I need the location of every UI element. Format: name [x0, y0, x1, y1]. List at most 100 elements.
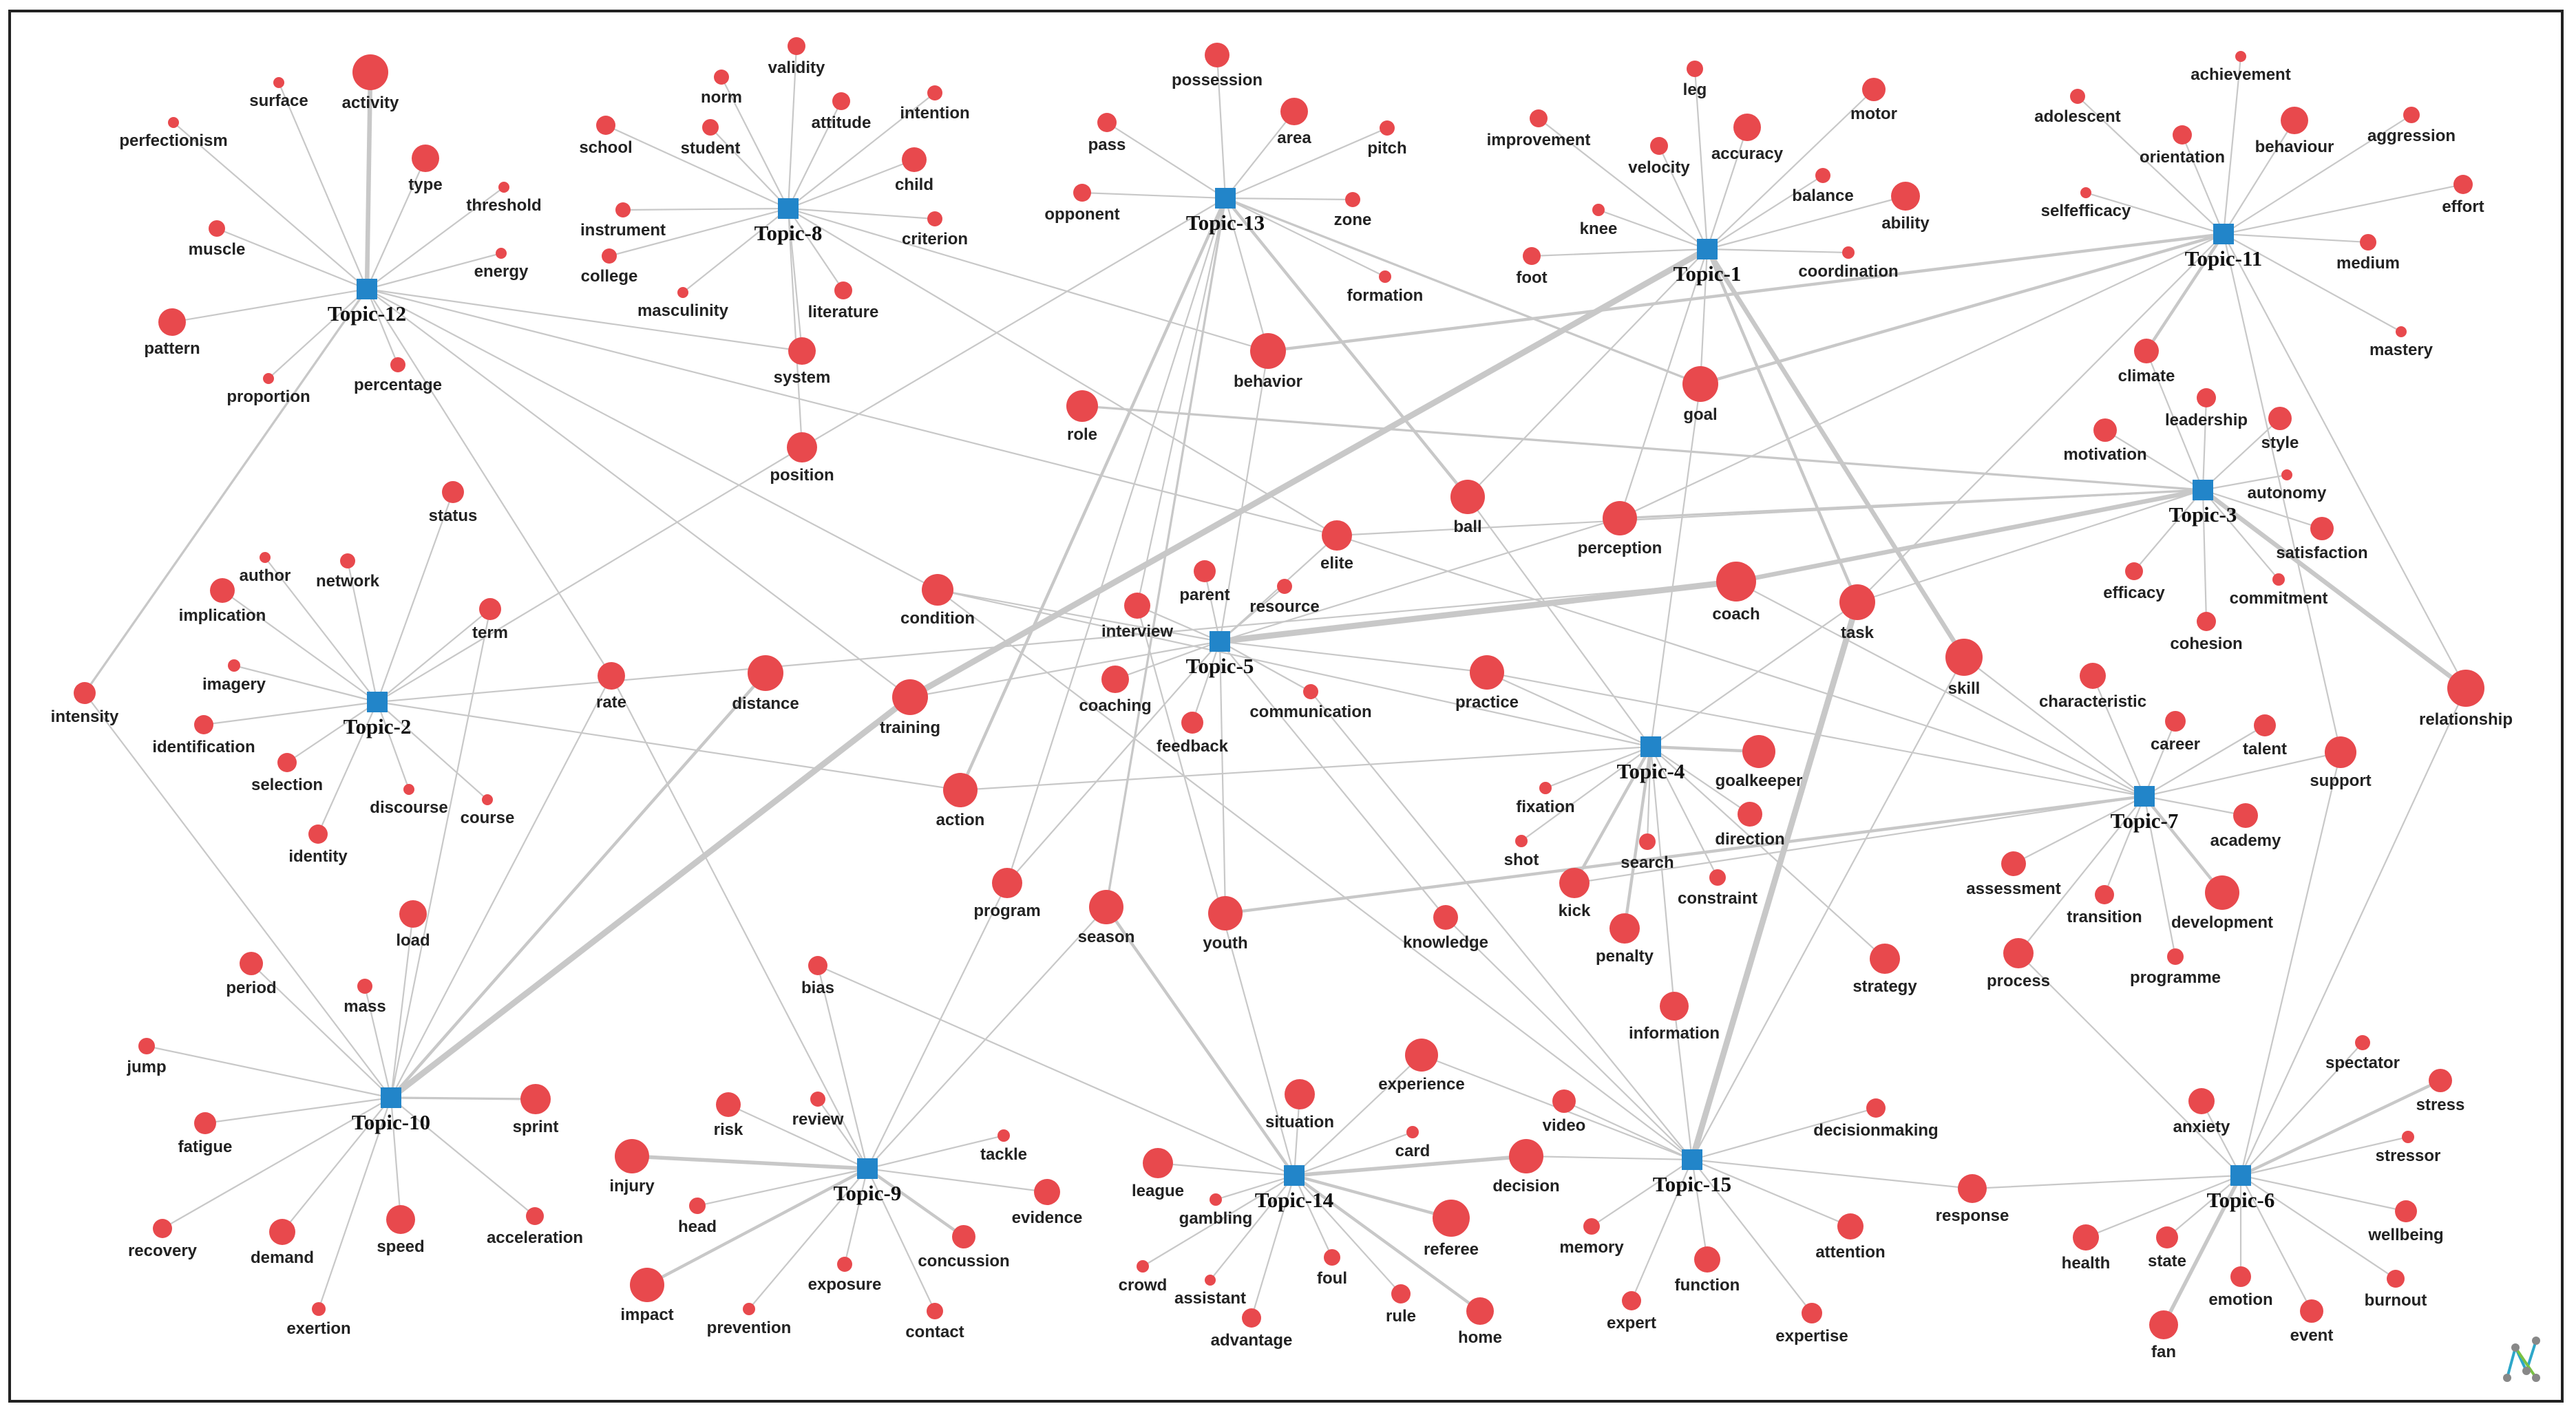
term-node-function[interactable]: function: [1675, 1246, 1740, 1295]
term-circle[interactable]: [1609, 913, 1640, 944]
term-node-expertise[interactable]: expertise: [1775, 1303, 1848, 1345]
term-node-exposure[interactable]: exposure: [808, 1257, 882, 1294]
term-circle[interactable]: [2281, 469, 2292, 480]
term-node-gambling[interactable]: gambling: [1179, 1193, 1253, 1228]
term-circle[interactable]: [2125, 562, 2143, 580]
term-node-identification[interactable]: identification: [152, 715, 255, 756]
topic-node-topic-9[interactable]: Topic-9: [834, 1158, 902, 1205]
term-node-training[interactable]: training: [880, 679, 940, 737]
term-circle[interactable]: [1592, 204, 1605, 216]
topic-square[interactable]: [2134, 786, 2155, 807]
term-node-energy[interactable]: energy: [474, 248, 529, 281]
term-node-medium[interactable]: medium: [2336, 234, 2400, 273]
term-circle[interactable]: [598, 662, 625, 690]
term-node-role[interactable]: role: [1066, 390, 1098, 444]
term-node-transition[interactable]: transition: [2067, 885, 2142, 926]
term-circle[interactable]: [630, 1268, 664, 1302]
term-node-head[interactable]: head: [678, 1198, 717, 1236]
term-circle[interactable]: [2197, 612, 2216, 631]
term-circle[interactable]: [1716, 562, 1756, 602]
term-node-recovery[interactable]: recovery: [128, 1219, 198, 1260]
term-circle[interactable]: [702, 119, 719, 136]
term-node-decision[interactable]: decision: [1492, 1139, 1560, 1195]
term-node-muscle[interactable]: muscle: [189, 220, 246, 259]
term-circle[interactable]: [260, 552, 271, 563]
term-node-school[interactable]: school: [579, 116, 633, 157]
term-node-surface[interactable]: surface: [249, 77, 308, 110]
term-node-position[interactable]: position: [770, 432, 834, 485]
term-node-response[interactable]: response: [1936, 1174, 2009, 1225]
term-node-area[interactable]: area: [1277, 98, 1311, 147]
term-node-injury[interactable]: injury: [609, 1139, 655, 1195]
term-circle[interactable]: [2173, 125, 2192, 145]
term-circle[interactable]: [1687, 61, 1703, 77]
term-circle[interactable]: [2073, 1224, 2099, 1251]
term-circle[interactable]: [2197, 388, 2216, 407]
term-circle[interactable]: [312, 1302, 326, 1316]
term-node-video[interactable]: video: [1543, 1089, 1586, 1135]
term-node-resource[interactable]: resource: [1249, 579, 1320, 616]
term-node-event[interactable]: event: [2290, 1299, 2334, 1345]
term-node-kick[interactable]: kick: [1559, 868, 1591, 920]
term-circle[interactable]: [1208, 896, 1243, 930]
term-node-leg[interactable]: leg: [1683, 61, 1707, 99]
term-node-load[interactable]: load: [396, 900, 430, 950]
term-node-threshold[interactable]: threshold: [466, 182, 542, 215]
term-node-concussion[interactable]: concussion: [918, 1225, 1010, 1270]
term-circle[interactable]: [1603, 501, 1637, 535]
term-circle[interactable]: [1509, 1139, 1543, 1173]
term-node-characteristic[interactable]: characteristic: [2039, 663, 2146, 711]
term-node-pattern[interactable]: pattern: [144, 308, 200, 358]
term-circle[interactable]: [1870, 944, 1900, 974]
term-circle[interactable]: [1839, 584, 1875, 620]
topic-node-topic-3[interactable]: Topic-3: [2169, 480, 2237, 526]
term-node-information[interactable]: information: [1629, 992, 1720, 1043]
topic-square[interactable]: [357, 279, 377, 299]
term-circle[interactable]: [892, 679, 928, 715]
term-circle[interactable]: [992, 868, 1022, 898]
term-node-strategy[interactable]: strategy: [1852, 944, 1917, 996]
term-node-expert[interactable]: expert: [1607, 1291, 1656, 1332]
term-node-intensity[interactable]: intensity: [51, 682, 119, 726]
term-node-behavior[interactable]: behavior: [1234, 333, 1302, 391]
term-node-implication[interactable]: implication: [179, 578, 266, 625]
term-node-literature[interactable]: literature: [808, 281, 879, 321]
term-circle[interactable]: [748, 655, 783, 691]
term-circle[interactable]: [2235, 51, 2246, 62]
term-circle[interactable]: [832, 92, 850, 110]
term-node-behaviour[interactable]: behaviour: [2255, 107, 2334, 156]
term-circle[interactable]: [2396, 326, 2407, 337]
term-circle[interactable]: [2080, 663, 2106, 689]
term-circle[interactable]: [2281, 107, 2308, 134]
term-node-elite[interactable]: elite: [1320, 520, 1353, 573]
term-node-perception[interactable]: perception: [1578, 501, 1662, 557]
term-circle[interactable]: [1682, 366, 1718, 402]
term-node-attention[interactable]: attention: [1815, 1213, 1886, 1262]
term-node-penalty[interactable]: penalty: [1596, 913, 1654, 966]
term-node-mastery[interactable]: mastery: [2369, 326, 2434, 359]
term-circle[interactable]: [810, 1092, 825, 1107]
term-node-exertion[interactable]: exertion: [286, 1302, 351, 1338]
term-node-foul[interactable]: foul: [1317, 1249, 1347, 1288]
term-node-rate[interactable]: rate: [596, 662, 626, 712]
term-node-action[interactable]: action: [936, 773, 985, 829]
term-circle[interactable]: [1552, 1089, 1576, 1113]
term-circle[interactable]: [922, 574, 953, 606]
term-circle[interactable]: [2233, 803, 2258, 828]
term-node-speed[interactable]: speed: [377, 1205, 425, 1256]
term-node-process[interactable]: process: [1987, 938, 2050, 990]
term-circle[interactable]: [1650, 137, 1668, 155]
term-node-memory[interactable]: memory: [1559, 1218, 1624, 1257]
term-node-crowd[interactable]: crowd: [1119, 1260, 1168, 1295]
term-circle[interactable]: [2149, 1310, 2178, 1339]
term-node-home[interactable]: home: [1458, 1297, 1502, 1347]
term-circle[interactable]: [74, 682, 96, 704]
term-node-emotion[interactable]: emotion: [2208, 1266, 2273, 1309]
term-circle[interactable]: [1433, 905, 1458, 930]
term-circle[interactable]: [1539, 782, 1552, 794]
term-circle[interactable]: [1380, 120, 1395, 136]
term-circle[interactable]: [2095, 885, 2114, 904]
term-circle[interactable]: [263, 373, 274, 384]
term-circle[interactable]: [482, 794, 493, 805]
term-circle[interactable]: [1470, 655, 1504, 690]
